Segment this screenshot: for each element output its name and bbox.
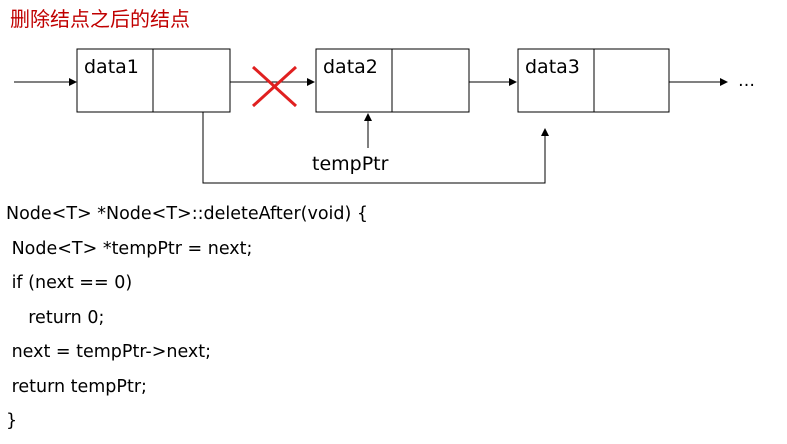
node-data3-label: data3 <box>525 56 580 78</box>
code-line-5: next = tempPtr->next; <box>6 342 212 362</box>
bypass-link-arrow <box>202 112 549 184</box>
slide-title: 删除结点之后的结点 <box>10 7 190 31</box>
node-data1: data1 <box>76 48 231 113</box>
tempptr-label: tempPtr <box>312 153 389 175</box>
code-line-1: Node<T> *Node<T>::deleteAfter(void) { <box>6 204 369 224</box>
node-data2: data2 <box>315 48 470 113</box>
code-line-4: return 0; <box>6 307 105 328</box>
code-line-2: Node<T> *tempPtr = next; <box>6 238 253 259</box>
linked-list-diagram: data1 data2 data3 … tempPtr <box>14 48 755 184</box>
code-block: Node<T> *Node<T>::deleteAfter(void) { No… <box>6 197 368 439</box>
node-data3: data3 <box>517 48 670 113</box>
ellipsis: … <box>738 71 755 91</box>
cross-mark-icon <box>251 65 298 108</box>
code-line-6: return tempPtr; <box>6 376 147 397</box>
node-data1-label: data1 <box>84 56 139 78</box>
code-line-7: } <box>6 411 18 431</box>
code-line-3: if (next == 0) <box>6 273 133 293</box>
node-data2-label: data2 <box>323 56 378 78</box>
